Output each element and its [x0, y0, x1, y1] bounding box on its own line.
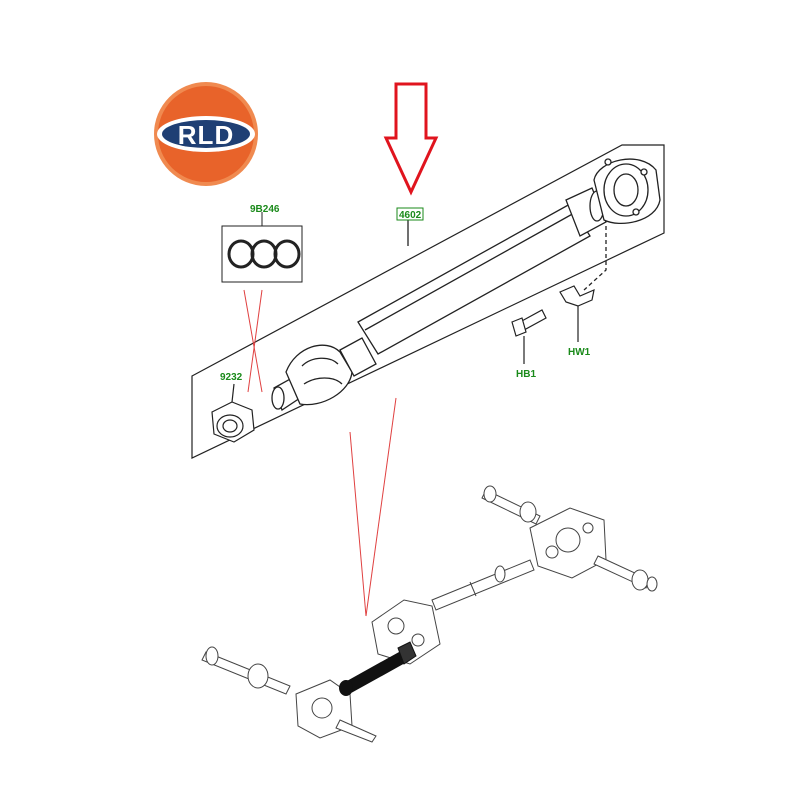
nut-part: [211, 383, 255, 443]
o-rings-group: [221, 212, 303, 283]
logo-text: RLD: [178, 120, 234, 150]
highlighted-front-propshaft: [339, 641, 417, 696]
callout-9232: 9232: [220, 372, 243, 383]
rld-logo: RLD: [154, 82, 258, 186]
clip-part: [559, 285, 595, 342]
callout-hw1: HW1: [568, 347, 591, 358]
callout-4602: 4602: [399, 210, 422, 221]
callout-hb1: HB1: [516, 369, 536, 380]
callout-4602-box: [396, 207, 424, 221]
callout-labels: 9B246 4602 9232 HB1 HW1: [220, 204, 591, 383]
pointer-arrow-icon: [383, 82, 439, 196]
callout-9b246: 9B246: [250, 204, 280, 215]
propeller-shaft: [271, 158, 661, 411]
drivetrain-overview: [201, 485, 658, 743]
leader-lines: [243, 289, 397, 617]
exploded-view-frame: [191, 144, 665, 459]
bolt-part: [511, 309, 547, 364]
